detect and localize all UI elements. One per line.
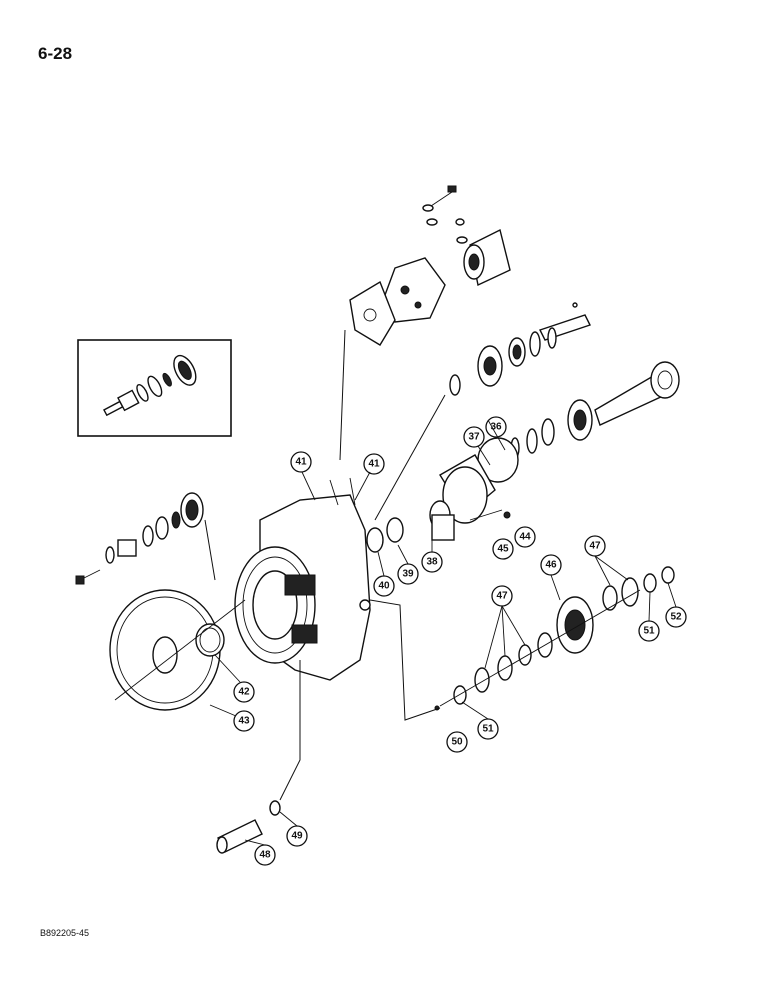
svg-text:47: 47 bbox=[589, 541, 601, 552]
page-number: 6-28 bbox=[38, 44, 73, 63]
svg-text:51: 51 bbox=[482, 724, 494, 735]
inset-detail-box bbox=[77, 339, 232, 437]
svg-text:46: 46 bbox=[545, 560, 557, 571]
svg-text:38: 38 bbox=[426, 557, 438, 568]
svg-text:37: 37 bbox=[468, 432, 480, 443]
callout-38: 38 bbox=[421, 551, 443, 573]
svg-text:39: 39 bbox=[402, 569, 414, 580]
callout-47-right: 47 bbox=[584, 535, 606, 557]
svg-text:41: 41 bbox=[368, 459, 380, 470]
callout-51-upper: 51 bbox=[638, 620, 660, 642]
callout-49: 49 bbox=[286, 825, 308, 847]
reference-code: B892205-45 bbox=[40, 928, 90, 938]
cover-and-seal bbox=[109, 589, 246, 711]
lower-gear-set bbox=[369, 566, 675, 721]
callout-50: 50 bbox=[446, 731, 468, 753]
callout-42: 42 bbox=[233, 681, 255, 703]
pump-assembly bbox=[339, 185, 511, 461]
callout-leaders bbox=[209, 419, 677, 846]
callout-48: 48 bbox=[254, 844, 276, 866]
callout-51-lower: 51 bbox=[477, 718, 499, 740]
callout-36: 36 bbox=[485, 416, 507, 438]
callout-40: 40 bbox=[373, 575, 395, 597]
svg-text:40: 40 bbox=[378, 581, 390, 592]
callout-43: 43 bbox=[233, 710, 255, 732]
carrier-housing bbox=[366, 437, 519, 553]
output-shaft bbox=[510, 361, 680, 459]
svg-text:52: 52 bbox=[670, 612, 682, 623]
callout-41-right: 41 bbox=[363, 453, 385, 475]
svg-text:41: 41 bbox=[295, 457, 307, 468]
svg-text:45: 45 bbox=[497, 544, 509, 555]
lower-shaft bbox=[216, 660, 301, 854]
svg-text:51: 51 bbox=[643, 626, 655, 637]
callout-44: 44 bbox=[514, 526, 536, 548]
svg-text:42: 42 bbox=[238, 687, 250, 698]
callout-47-left: 47 bbox=[491, 585, 513, 607]
svg-text:47: 47 bbox=[496, 591, 508, 602]
svg-text:50: 50 bbox=[451, 737, 463, 748]
svg-text:43: 43 bbox=[238, 716, 250, 727]
callout-46: 46 bbox=[540, 554, 562, 576]
left-shaft-parts bbox=[75, 492, 216, 585]
callout-45: 45 bbox=[492, 538, 514, 560]
svg-text:49: 49 bbox=[291, 831, 303, 842]
callout-37: 37 bbox=[463, 426, 485, 448]
upper-shaft-parts bbox=[374, 302, 591, 521]
callout-41-left: 41 bbox=[290, 451, 312, 473]
transmission-case bbox=[234, 477, 371, 681]
callout-52: 52 bbox=[665, 606, 687, 628]
callout-39: 39 bbox=[397, 563, 419, 585]
svg-text:44: 44 bbox=[519, 532, 531, 543]
svg-text:36: 36 bbox=[490, 422, 502, 433]
svg-text:48: 48 bbox=[259, 850, 271, 861]
